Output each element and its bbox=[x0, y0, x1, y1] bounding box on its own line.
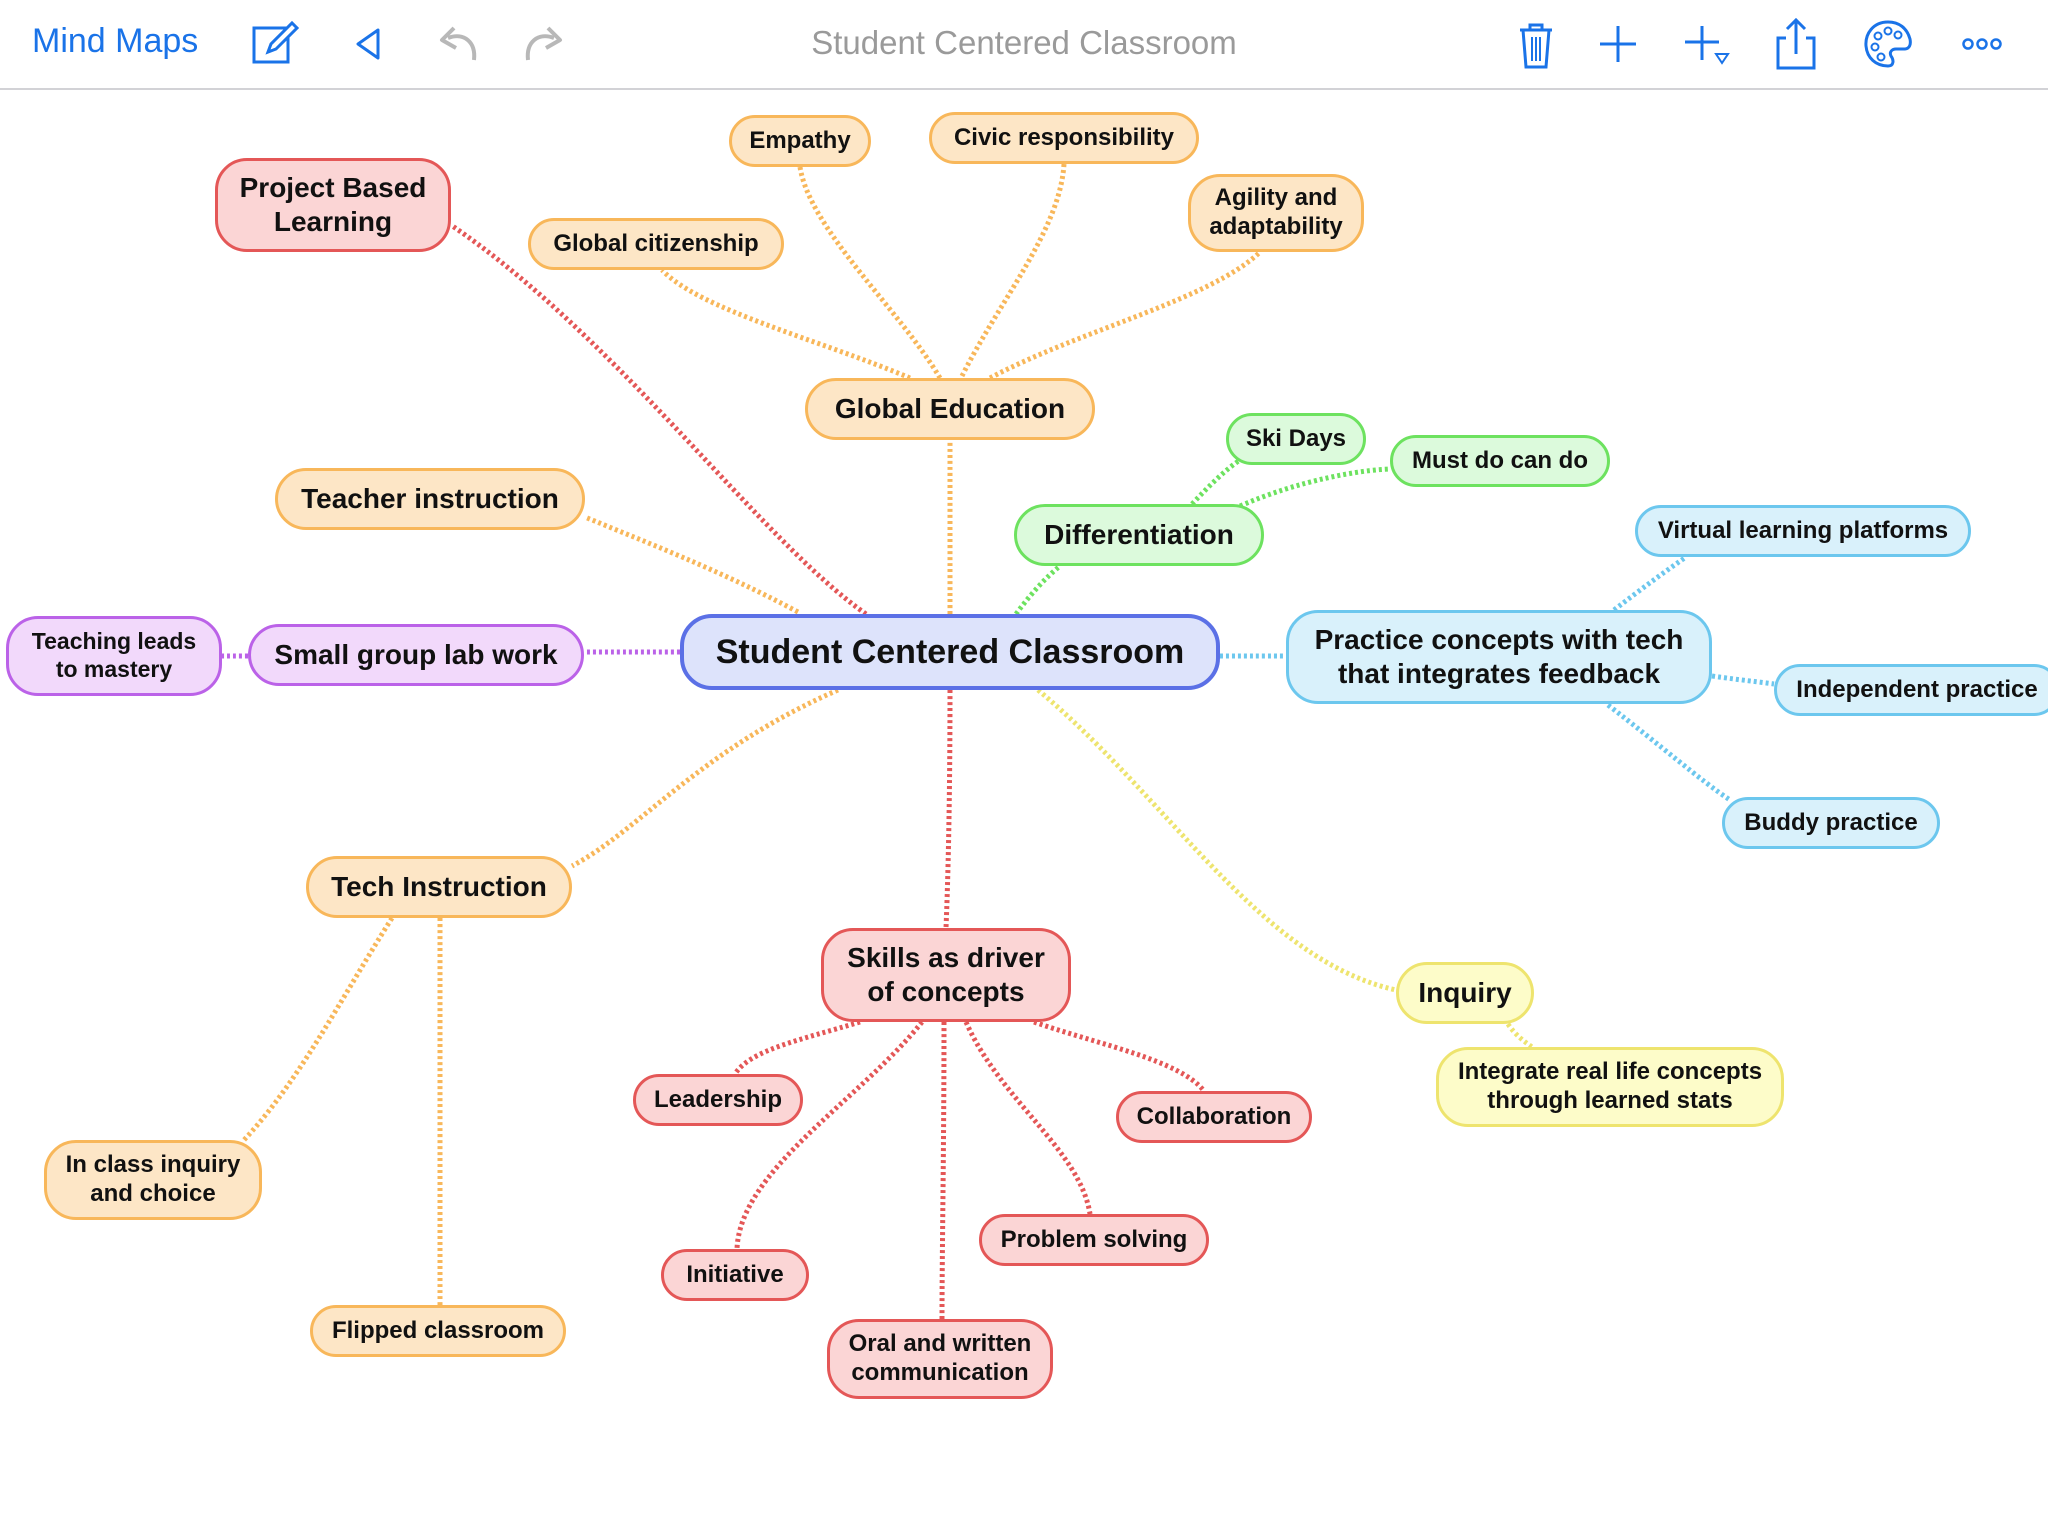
connector-virtual-learning bbox=[1612, 554, 1688, 612]
connector-civic-responsibility bbox=[959, 163, 1067, 378]
node-small-group[interactable]: Small group lab work bbox=[248, 624, 584, 686]
node-empathy[interactable]: Empathy bbox=[729, 115, 871, 167]
connector-initiative bbox=[734, 1020, 924, 1250]
share-icon[interactable] bbox=[1766, 14, 1826, 74]
node-label: Integrate real life concepts through lea… bbox=[1457, 1058, 1763, 1114]
node-label: Inquiry bbox=[1418, 977, 1512, 1009]
node-label: Project Based Learning bbox=[239, 172, 427, 237]
node-label: Must do can do bbox=[1412, 446, 1588, 474]
node-must-do[interactable]: Must do can do bbox=[1390, 435, 1610, 487]
connector-project-based-learning bbox=[449, 222, 868, 617]
node-label: Oral and written communication bbox=[848, 1330, 1032, 1386]
trash-icon[interactable] bbox=[1506, 14, 1566, 74]
node-virtual-learning[interactable]: Virtual learning platforms bbox=[1635, 505, 1971, 557]
node-ski-days[interactable]: Ski Days bbox=[1226, 413, 1366, 465]
node-label: Leadership bbox=[653, 1085, 783, 1113]
connector-oral-written bbox=[939, 1021, 947, 1320]
connector-skills-driver bbox=[943, 689, 953, 929]
node-label: Tech Instruction bbox=[331, 871, 547, 903]
node-root[interactable]: Student Centered Classroom bbox=[680, 614, 1220, 690]
node-label: Global Education bbox=[834, 393, 1066, 425]
connector-in-class-inquiry bbox=[242, 916, 395, 1142]
node-label: Collaboration bbox=[1136, 1102, 1292, 1130]
connector-collaboration bbox=[1033, 1019, 1206, 1093]
node-label: Empathy bbox=[749, 126, 851, 154]
node-label: Problem solving bbox=[1000, 1225, 1188, 1253]
node-in-class-inquiry[interactable]: In class inquiry and choice bbox=[44, 1140, 262, 1220]
node-differentiation[interactable]: Differentiation bbox=[1014, 504, 1264, 566]
connector-independent-practice bbox=[1711, 673, 1775, 687]
node-label: Initiative bbox=[686, 1260, 784, 1288]
node-label: In class inquiry and choice bbox=[65, 1151, 241, 1207]
connector-problem-solving bbox=[963, 1020, 1093, 1215]
node-label: Student Centered Classroom bbox=[715, 632, 1185, 671]
node-label: Buddy practice bbox=[1744, 808, 1918, 836]
connector-empathy bbox=[797, 166, 943, 380]
node-global-education[interactable]: Global Education bbox=[805, 378, 1095, 440]
add-child-icon[interactable] bbox=[1676, 14, 1736, 74]
connector-ski-days bbox=[1190, 457, 1242, 506]
palette-icon[interactable] bbox=[1858, 14, 1918, 74]
node-label: Teacher instruction bbox=[301, 483, 559, 515]
mind-maps-back-button[interactable]: Mind Maps bbox=[32, 22, 199, 60]
more-icon[interactable] bbox=[1952, 14, 2012, 74]
node-initiative[interactable]: Initiative bbox=[661, 1249, 809, 1301]
edit-icon[interactable] bbox=[244, 14, 304, 74]
node-practice-concepts[interactable]: Practice concepts with tech that integra… bbox=[1286, 610, 1712, 704]
redo-icon[interactable] bbox=[514, 14, 574, 74]
node-oral-written[interactable]: Oral and written communication bbox=[827, 1319, 1053, 1399]
node-tech-instruction[interactable]: Tech Instruction bbox=[306, 856, 572, 918]
node-label: Teaching leads to mastery bbox=[31, 628, 197, 682]
node-label: Skills as driver of concepts bbox=[847, 942, 1045, 1007]
node-flipped-classroom[interactable]: Flipped classroom bbox=[310, 1305, 566, 1357]
node-label: Practice concepts with tech that integra… bbox=[1314, 624, 1684, 689]
node-civic-responsibility[interactable]: Civic responsibility bbox=[929, 112, 1199, 164]
node-teaching-leads[interactable]: Teaching leads to mastery bbox=[6, 616, 222, 696]
connector-must-do bbox=[1239, 466, 1391, 509]
node-leadership[interactable]: Leadership bbox=[633, 1074, 803, 1126]
node-label: Ski Days bbox=[1245, 424, 1347, 452]
node-integrate-real-life[interactable]: Integrate real life concepts through lea… bbox=[1436, 1047, 1784, 1127]
node-agility[interactable]: Agility and adaptability bbox=[1188, 174, 1364, 252]
node-global-citizenship[interactable]: Global citizenship bbox=[528, 218, 784, 270]
connector-integrate-real-life bbox=[1505, 1022, 1534, 1050]
connector-differentiation bbox=[1013, 564, 1062, 616]
node-independent-practice[interactable]: Independent practice bbox=[1774, 664, 2048, 716]
undo-icon[interactable] bbox=[428, 14, 488, 74]
connector-buddy-practice bbox=[1606, 703, 1732, 803]
node-collaboration[interactable]: Collaboration bbox=[1116, 1091, 1312, 1143]
node-label: Small group lab work bbox=[274, 639, 558, 671]
connector-leadership bbox=[732, 1019, 861, 1076]
connector-agility bbox=[988, 250, 1262, 381]
node-label: Differentiation bbox=[1044, 519, 1234, 551]
add-icon[interactable] bbox=[1588, 14, 1648, 74]
node-teacher-instruction[interactable]: Teacher instruction bbox=[275, 468, 585, 530]
node-skills-driver[interactable]: Skills as driver of concepts bbox=[821, 928, 1071, 1022]
connector-global-citizenship bbox=[660, 268, 911, 381]
node-project-based-learning[interactable]: Project Based Learning bbox=[215, 158, 451, 252]
connector-inquiry bbox=[1036, 688, 1397, 993]
node-label: Flipped classroom bbox=[331, 1316, 545, 1344]
node-problem-solving[interactable]: Problem solving bbox=[979, 1214, 1209, 1266]
back-triangle-icon[interactable] bbox=[338, 14, 398, 74]
node-label: Global citizenship bbox=[553, 229, 759, 257]
node-buddy-practice[interactable]: Buddy practice bbox=[1722, 797, 1940, 849]
connector-tech-instruction bbox=[570, 687, 839, 869]
node-inquiry[interactable]: Inquiry bbox=[1396, 962, 1534, 1024]
connector-teacher-instruction bbox=[584, 514, 800, 615]
node-label: Independent practice bbox=[1796, 675, 2038, 703]
node-label: Agility and adaptability bbox=[1209, 184, 1343, 240]
node-label: Virtual learning platforms bbox=[1657, 516, 1949, 544]
node-label: Civic responsibility bbox=[953, 123, 1175, 151]
